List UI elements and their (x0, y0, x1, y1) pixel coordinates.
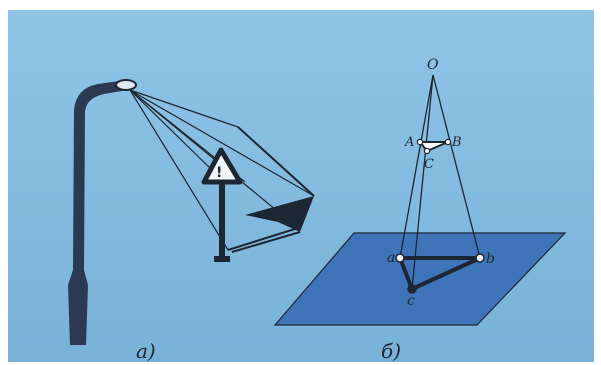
sign-triangle (201, 147, 243, 185)
label-C: C (424, 157, 434, 172)
label-B: B (451, 135, 462, 150)
point-B (444, 138, 452, 146)
shadow-edges (227, 126, 315, 253)
projecting-rays (399, 74, 481, 290)
lamp-head (115, 79, 137, 91)
label-c: c (407, 293, 415, 309)
panel-b: O A B C a b c б) (273, 57, 567, 363)
point-b (475, 253, 485, 263)
caption-b: б) (381, 339, 401, 363)
projection-plane (273, 232, 567, 326)
sign-pole (219, 183, 225, 259)
lamp-post (68, 80, 133, 345)
label-A: A (404, 135, 414, 150)
point-c (407, 284, 417, 294)
caption-a: a) (136, 339, 156, 363)
projected-triangle (398, 256, 482, 291)
label-a: a (387, 250, 395, 266)
label-O: O (427, 57, 439, 73)
shadow (245, 196, 314, 232)
panel-a: ! a) (68, 79, 315, 363)
label-b: b (486, 251, 495, 267)
point-A (416, 138, 424, 146)
sign-mark: ! (216, 165, 222, 181)
point-a (395, 253, 405, 263)
sign-pole-base (214, 256, 230, 262)
point-C (423, 147, 431, 155)
